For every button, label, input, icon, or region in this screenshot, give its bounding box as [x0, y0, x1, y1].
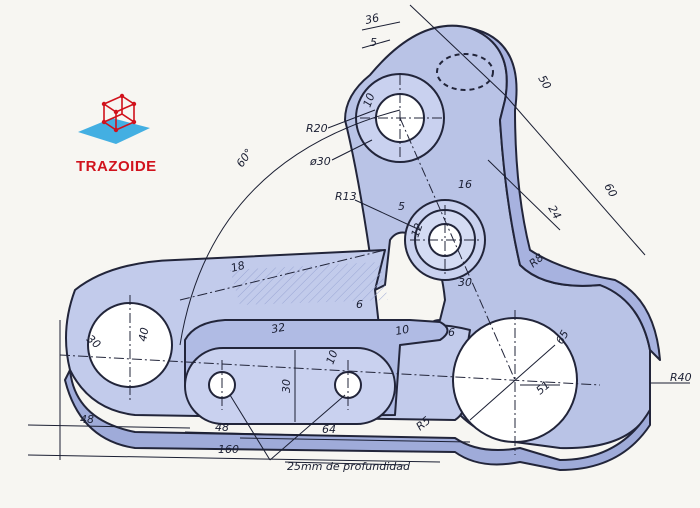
trazoide-logo-icon	[78, 93, 150, 144]
dim-12: 12	[409, 221, 426, 239]
dim-50: 50	[535, 73, 553, 92]
dim-10-slot: 10	[324, 348, 341, 366]
dim-40: 40	[136, 326, 151, 342]
dim-r20: R20	[306, 122, 328, 135]
dim-r13: R13	[335, 190, 357, 203]
dim-5a: 5	[370, 36, 377, 49]
dim-6b: 6	[448, 326, 455, 339]
dim-64: 64	[322, 423, 336, 436]
dim-angle-60: 60°	[234, 146, 256, 169]
dim-18: 18	[229, 259, 246, 275]
dim-phi30: ø30	[309, 155, 331, 168]
dim-5b: 5	[398, 200, 405, 213]
dim-48-mid: 48	[215, 421, 229, 434]
dim-60-right: 60	[601, 181, 619, 200]
dim-48-left: 48	[80, 413, 94, 426]
dimension-lines	[27, 4, 690, 466]
dim-10-top: 10	[361, 91, 378, 109]
dim-30-vertical: 30	[280, 379, 293, 393]
dimension-labels: 36 5 50 60 60° R20 10 ø30 R13 5 16 12 24…	[80, 11, 692, 473]
obround-recess	[184, 347, 396, 425]
upper-arm-back	[469, 27, 661, 361]
dim-6a: 6	[356, 298, 363, 311]
dim-30-mid: 30	[458, 276, 472, 289]
depth-note: 25mm de profundidad	[287, 460, 411, 473]
dim-36: 36	[364, 11, 380, 27]
logo-text: TRAZOIDE	[76, 158, 157, 175]
dim-10-step: 10	[394, 323, 410, 338]
dim-r40: R40	[670, 371, 692, 384]
dim-32: 32	[270, 321, 286, 336]
lower-bar-thickness	[64, 369, 651, 471]
dim-16: 16	[458, 178, 472, 191]
hatched-section	[230, 262, 388, 305]
dim-65: 65	[553, 328, 571, 347]
top-rear-boss	[436, 53, 494, 91]
dim-24: 24	[545, 203, 563, 222]
dim-160: 160	[218, 443, 239, 456]
